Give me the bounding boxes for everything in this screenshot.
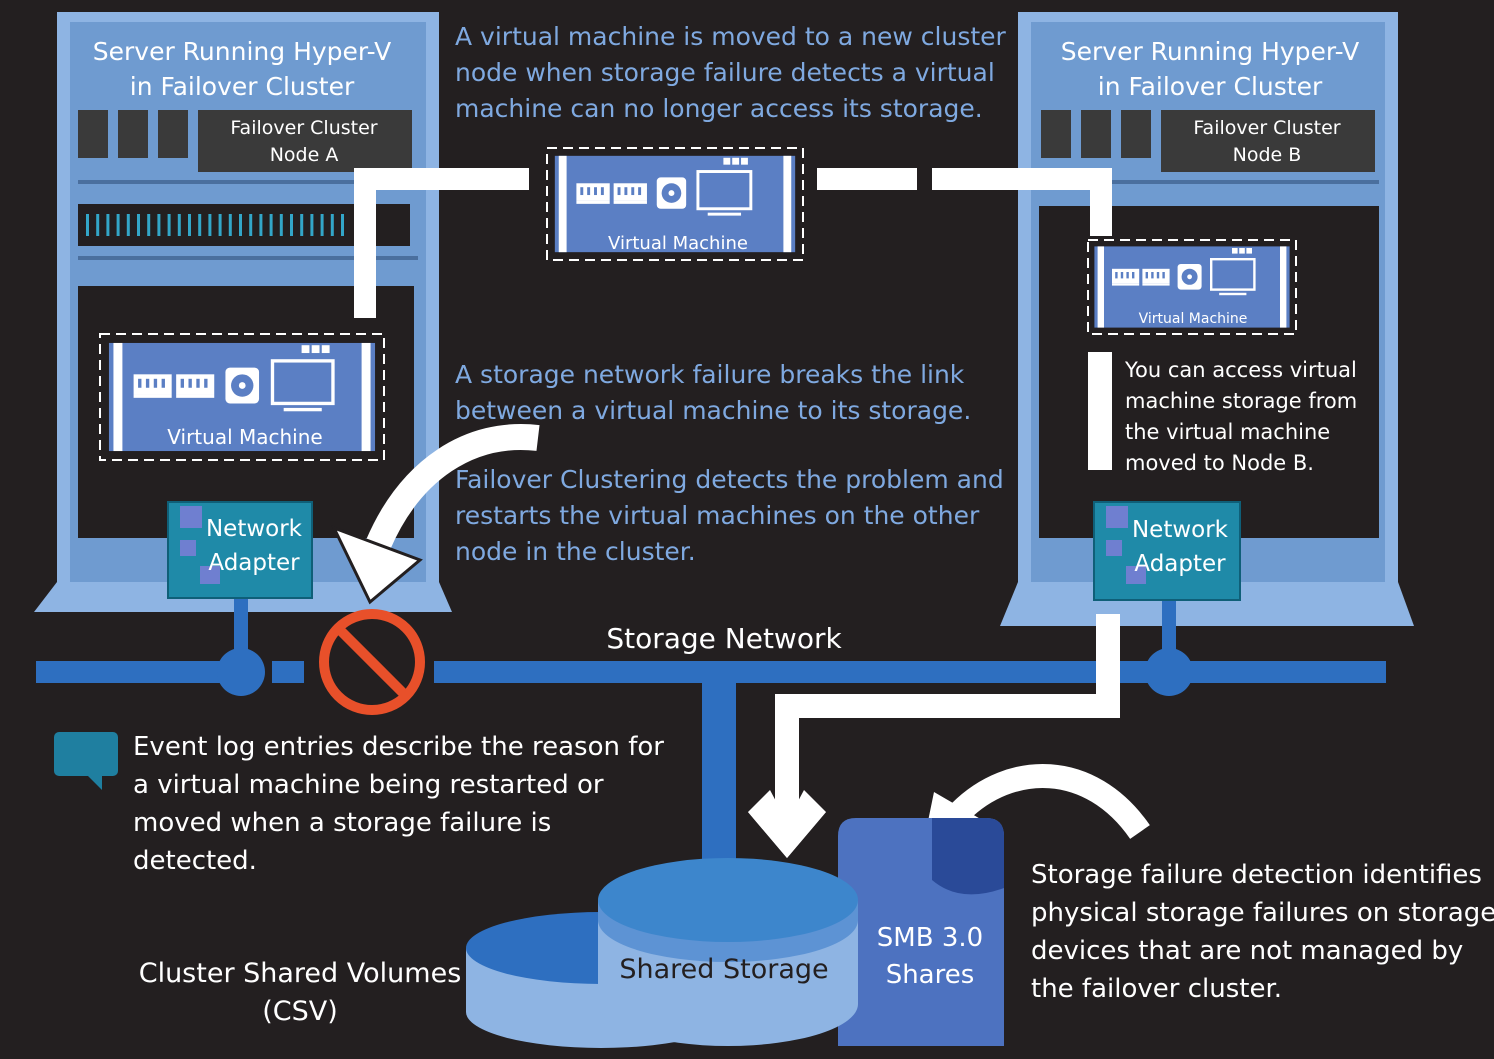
- monitor-icon: [696, 170, 753, 216]
- storage-network: Storage Network: [36, 596, 1386, 872]
- vm-move-path: [354, 168, 1112, 470]
- node-b-panel: [1161, 110, 1375, 172]
- storage-access-arrow: [748, 614, 1120, 858]
- network-adapter-a: Network Adapter: [167, 501, 313, 599]
- stop-icon: [319, 609, 425, 715]
- node-a-label-1: Failover Cluster: [230, 117, 377, 139]
- vm-server-a: [99, 333, 385, 461]
- note-line: moved to Node B.: [1125, 451, 1314, 475]
- speech-bubble-icon: [54, 732, 118, 790]
- note-line: You can access virtual: [1124, 358, 1357, 382]
- disk-icon: [1177, 264, 1202, 290]
- event-log-line: moved when a storage failure is: [133, 808, 551, 838]
- note-line: machine storage from: [1125, 389, 1357, 413]
- caption-network-line: between a virtual machine to its storage…: [455, 396, 971, 425]
- smb-label-1: SMB 3.0: [877, 923, 983, 953]
- monitor-icon: [270, 359, 335, 412]
- caption-top-line: A virtual machine is moved to a new clus…: [455, 22, 1007, 51]
- ram-icon: [133, 374, 215, 398]
- vm-b-label: Virtual Machine: [1139, 311, 1248, 327]
- ram-icon: [1112, 268, 1170, 286]
- csv-label-2: (CSV): [262, 996, 338, 1027]
- adapter-b-label-2: Adapter: [1134, 551, 1226, 577]
- adapter-b-label-1: Network: [1132, 517, 1229, 543]
- smb-shares: SMB 3.0 Shares: [838, 818, 1004, 1046]
- server-a-title-1: Server Running Hyper-V: [93, 37, 392, 66]
- detection-line: Storage failure detection identifies: [1031, 860, 1482, 890]
- caption-node-b-note: You can access virtual machine storage f…: [1124, 358, 1357, 475]
- server-b-title-2: in Failover Cluster: [1098, 72, 1323, 101]
- caption-failover-line: restarts the virtual machines on the oth…: [455, 501, 980, 530]
- disk-icon: [656, 177, 687, 209]
- vm-moving-label: Virtual Machine: [608, 233, 748, 254]
- network-adapter-b: Network Adapter: [1093, 501, 1241, 601]
- vm-dashed-border: [1087, 239, 1297, 335]
- caption-failover-line: Failover Clustering detects the problem …: [455, 465, 1004, 494]
- vm-moving: [546, 147, 804, 261]
- adapter-a-label-2: Adapter: [208, 550, 300, 576]
- event-log-line: detected.: [133, 846, 257, 876]
- event-log-line: a virtual machine being restarted or: [133, 770, 604, 800]
- node-b-label-2: Node B: [1233, 144, 1302, 166]
- event-log-line: Event log entries describe the reason fo…: [133, 732, 664, 762]
- detection-line: devices that are not managed by: [1031, 936, 1463, 966]
- shared-storage-disk: Shared Storage: [598, 858, 858, 1046]
- caption-top-line: node when storage failure detects a virt…: [455, 58, 995, 87]
- vm-dashed-border: [546, 147, 804, 261]
- adapter-a-label-1: Network: [206, 516, 303, 542]
- csv-label-1: Cluster Shared Volumes: [139, 958, 462, 989]
- disk-icon: [225, 367, 260, 404]
- vm-server-b: [1087, 239, 1297, 335]
- smb-label-2: Shares: [886, 960, 975, 990]
- caption-top: A virtual machine is moved to a new clus…: [455, 22, 1007, 123]
- caption-storage-detection: Storage failure detection identifies phy…: [1031, 860, 1494, 1004]
- caption-failover-line: node in the cluster.: [455, 537, 696, 566]
- note-line: the virtual machine: [1125, 420, 1330, 444]
- led-bar: [86, 214, 344, 236]
- caption-network-failure: A storage network failure breaks the lin…: [455, 360, 971, 425]
- vm-dashed-border: [99, 333, 385, 461]
- arrow-icon: [331, 424, 540, 605]
- monitor-icon: [1209, 258, 1256, 296]
- node-b-label-1: Failover Cluster: [1193, 117, 1340, 139]
- caption-event-log: Event log entries describe the reason fo…: [133, 732, 664, 876]
- shared-storage-label: Shared Storage: [619, 954, 828, 985]
- caption-top-line: machine can no longer access its storage…: [455, 94, 983, 123]
- node-a-panel: [198, 110, 412, 172]
- caption-failover: Failover Clustering detects the problem …: [455, 465, 1004, 566]
- detection-line: physical storage failures on storage: [1031, 898, 1494, 928]
- node-a-label-2: Node A: [270, 144, 339, 166]
- vm-a-label: Virtual Machine: [167, 425, 322, 449]
- storage-network-label: Storage Network: [606, 622, 842, 655]
- detection-line: the failover cluster.: [1031, 974, 1282, 1004]
- server-a-title-2: in Failover Cluster: [130, 72, 355, 101]
- ram-icon: [576, 183, 647, 204]
- caption-network-line: A storage network failure breaks the lin…: [455, 360, 965, 389]
- server-b-title-1: Server Running Hyper-V: [1061, 37, 1360, 66]
